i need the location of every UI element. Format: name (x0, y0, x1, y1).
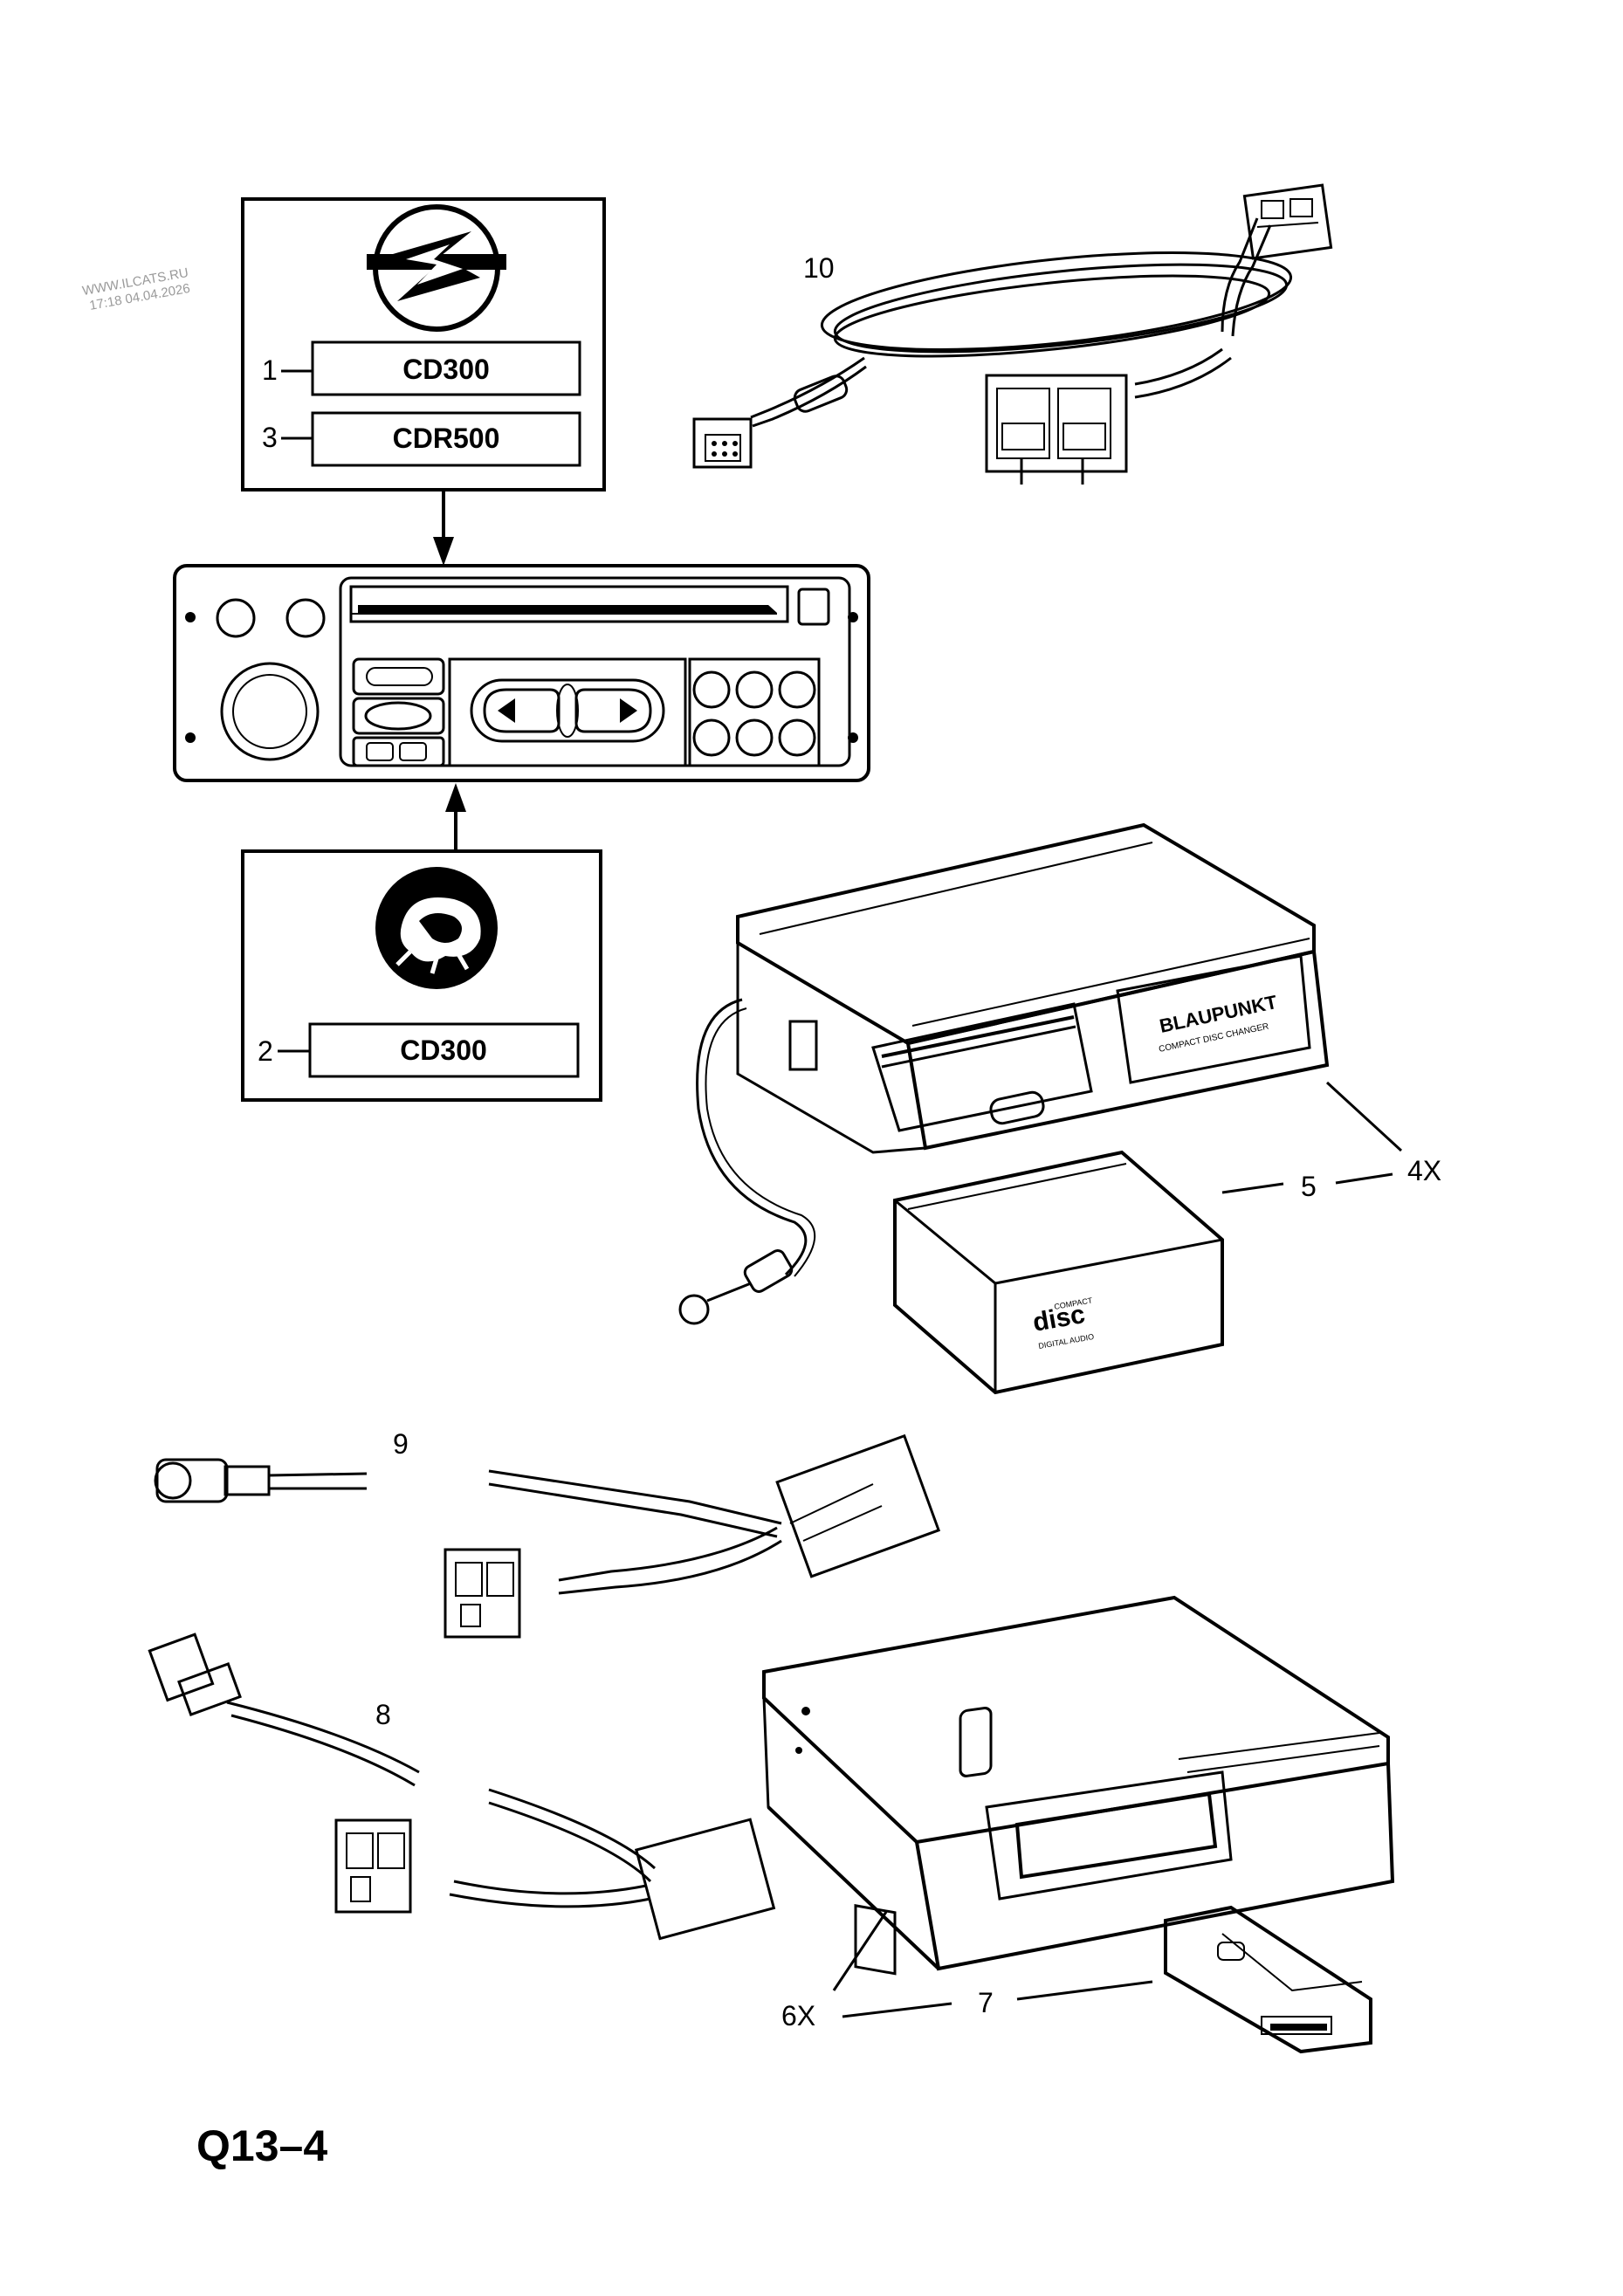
callout-8: 8 (375, 1699, 391, 1730)
preset-buttons[interactable] (688, 657, 821, 767)
opel-blitz-logo-icon (367, 204, 506, 332)
opel-item-3-ref: 3 (262, 422, 278, 453)
opel-item-3[interactable]: 3 CDR500 (262, 411, 581, 467)
cd-changer-alt[interactable] (762, 1595, 1395, 1976)
opel-item-1-model: CD300 (402, 354, 490, 385)
arrow-down-icon (433, 490, 454, 566)
vauxhall-item-2-model: CD300 (400, 1035, 487, 1066)
callout-7: 7 (978, 1987, 994, 2018)
callout-group-6x-7: 6X 7 (781, 1911, 1153, 2031)
callout-4x: 4X (1407, 1155, 1441, 1186)
cd-magazine[interactable]: disc COMPACT DIGITAL AUDIO (893, 1150, 1224, 1395)
callout-10: 10 (803, 252, 835, 284)
opel-item-1-ref: 1 (262, 354, 278, 386)
opel-item-1[interactable]: 1 CD300 (262, 340, 581, 396)
cd-changer-unit[interactable]: BLAUPUNKT COMPACT DISC CHANGER (678, 822, 1330, 1325)
arrow-up-icon (445, 783, 466, 851)
adapter-cable-flat[interactable]: 8 (148, 1633, 776, 1941)
radio-head-unit[interactable] (173, 564, 870, 782)
cd-magazine-alt[interactable] (1164, 1905, 1372, 2054)
vauxhall-griffin-logo-icon (375, 867, 498, 989)
callout-6x: 6X (781, 2000, 815, 2031)
callout-9: 9 (393, 1428, 409, 1460)
seek-right-icon[interactable] (620, 698, 637, 723)
adapter-cable-round[interactable]: 9 (154, 1428, 941, 1639)
callout-group-4x-5: 5 4X (1221, 1081, 1441, 1202)
diagram-code: Q13–4 (196, 2121, 327, 2170)
opel-item-3-model: CDR500 (393, 423, 500, 454)
watermark: WWW.ILCATS.RU 17:18 04.04.2026 (81, 265, 191, 313)
vauxhall-item-2[interactable]: 2 CD300 (258, 1022, 580, 1078)
opel-variant-box: 1 CD300 3 CDR500 (241, 197, 606, 492)
vauxhall-variant-box: 2 CD300 (241, 849, 602, 1102)
callout-5: 5 (1301, 1171, 1317, 1202)
wiring-harness-main[interactable]: 10 (692, 183, 1333, 485)
vauxhall-item-2-ref: 2 (258, 1035, 273, 1067)
seek-left-icon[interactable] (498, 698, 515, 723)
